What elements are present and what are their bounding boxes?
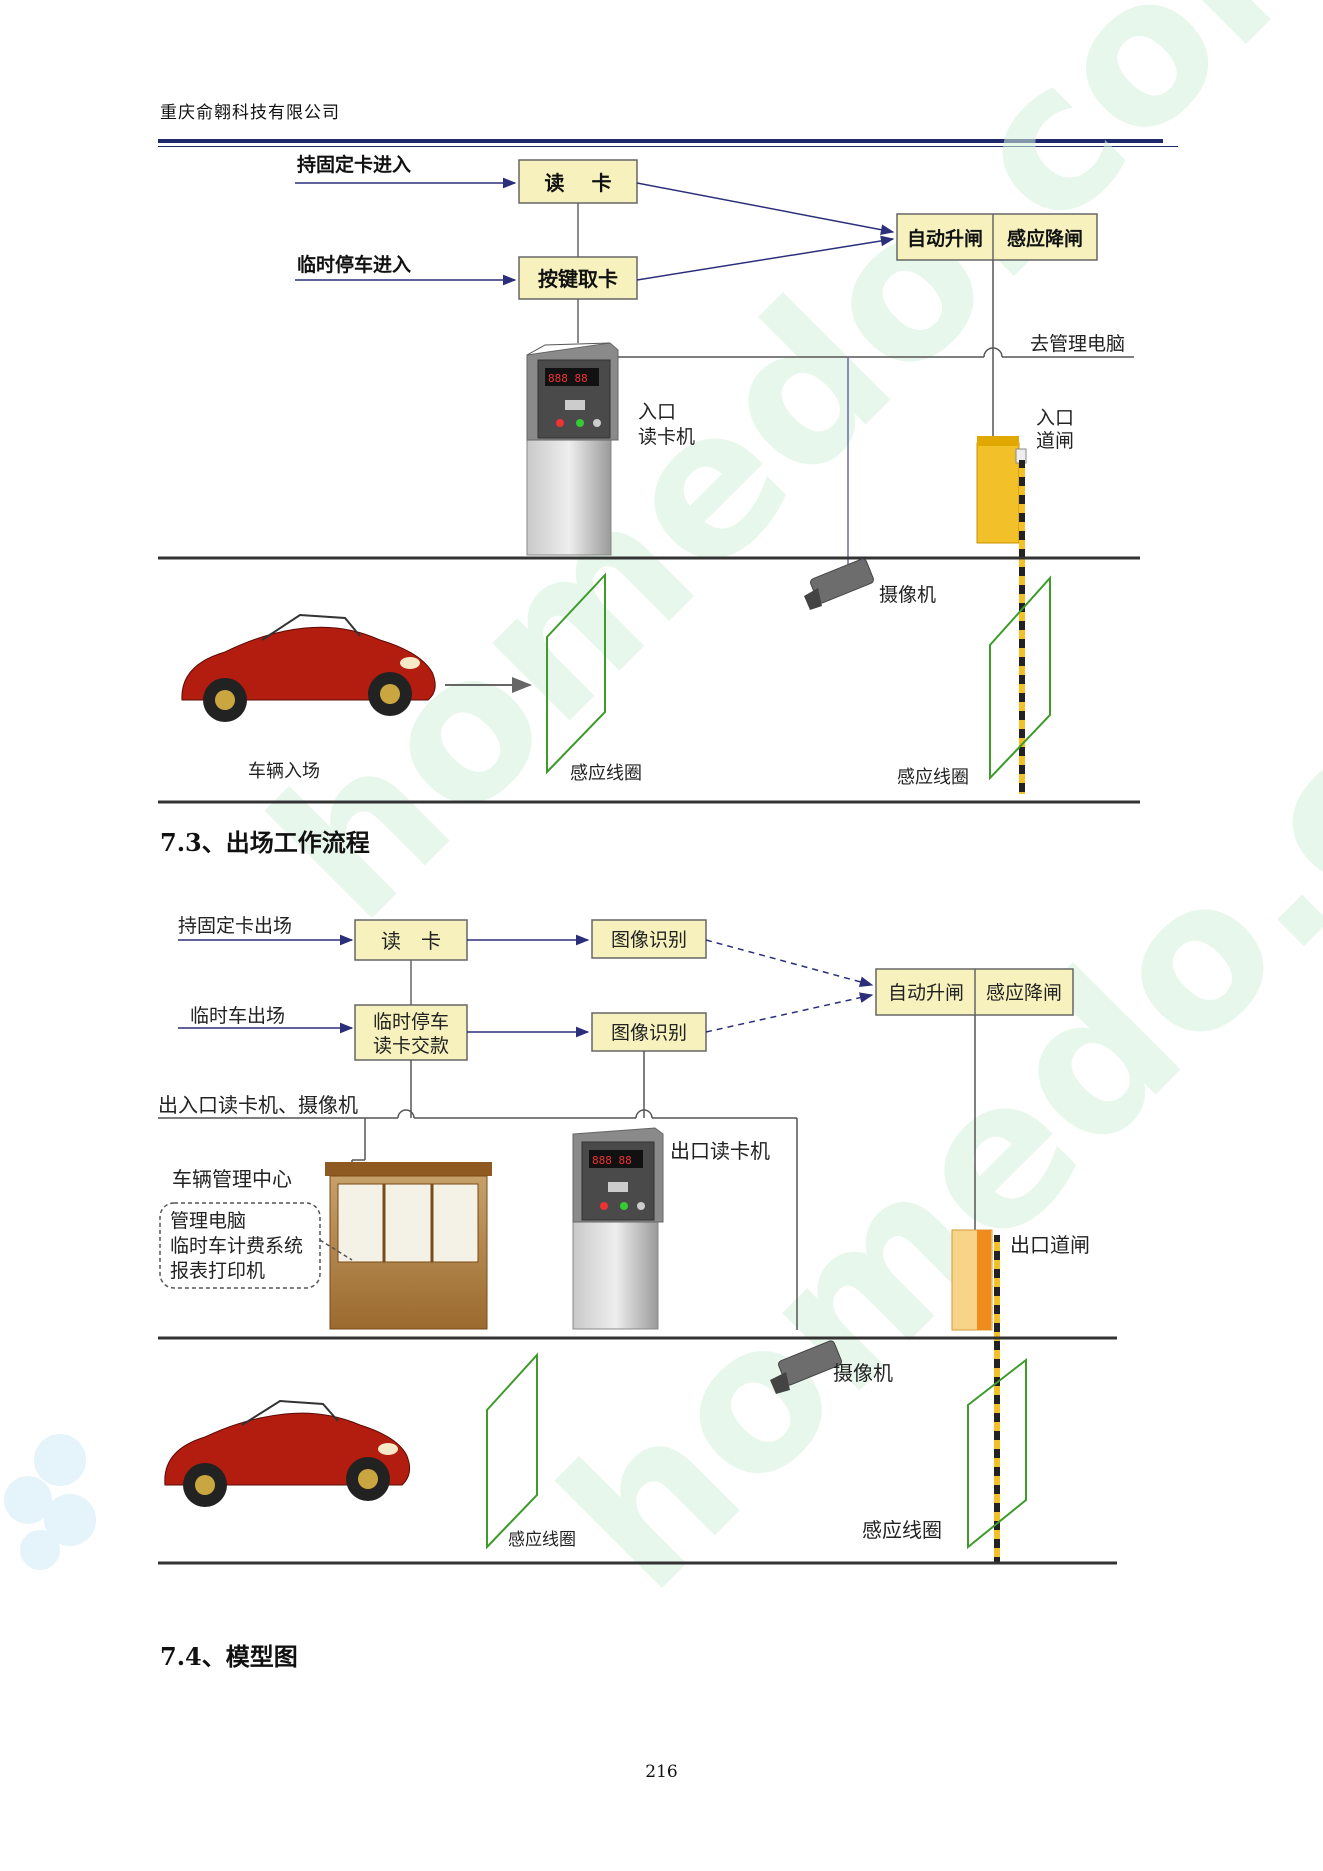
entry-loop-1-shape — [546, 572, 606, 775]
exit-sensor-lower: 感应降闸 — [986, 982, 1062, 1004]
exit-temp-pay-box — [354, 1004, 468, 1061]
watermark: homedo.com homedo.com — [4, 0, 1323, 1634]
entry-camera-label: 摄像机 — [879, 584, 936, 606]
entry-gate-label-1: 入口 — [1036, 407, 1074, 429]
management-booth — [325, 1162, 492, 1330]
exit-temp-pay-1: 临时停车 — [373, 1011, 449, 1033]
exit-temp-pay-2: 读卡交款 — [373, 1035, 449, 1057]
svg-text:homedo.com: homedo.com — [229, 0, 1323, 964]
section-title-7-4: 7.4、模型图 — [160, 1642, 298, 1671]
entry-gate-label-2: 道闸 — [1036, 430, 1074, 452]
exit-camera-label: 摄像机 — [833, 1361, 893, 1385]
entry-gate-control-box — [896, 213, 1098, 261]
exit-camera-icon — [770, 1340, 842, 1394]
entry-card-reader-kiosk: 888 88 — [526, 342, 619, 556]
entry-input-fixed: 持固定卡进入 — [297, 153, 411, 176]
svg-text:888 88: 888 88 — [548, 372, 588, 385]
exit-gate-label: 出口道闸 — [1010, 1233, 1090, 1257]
exit-mgmt-pc: 管理电脑 — [170, 1210, 246, 1232]
exit-diagram: 持固定卡出场 临时车出场 读 卡 临时停车 读卡交款 图像识别 图像识别 自动升… — [158, 915, 1117, 1565]
entry-loop-2-shape — [989, 575, 1051, 781]
entry-loop-2-label: 感应线圈 — [897, 767, 969, 788]
entry-diagram: 持固定卡进入 临时停车进入 读 卡 按键取卡 自动升闸 感应降闸 去管理电脑 — [158, 153, 1140, 804]
header-rule-thick — [158, 139, 1163, 143]
entry-read-card-label: 读 卡 — [545, 171, 612, 195]
svg-text:888 88: 888 88 — [592, 1154, 632, 1167]
exit-image-rec-box-2 — [591, 1012, 707, 1052]
entry-barrier-gate — [976, 436, 1027, 794]
page-number: 216 — [645, 1762, 678, 1782]
entry-loop-1-label: 感应线圈 — [570, 763, 642, 784]
entry-press-key-label: 按键取卡 — [538, 267, 618, 291]
exit-loop-1-label: 感应线圈 — [508, 1530, 576, 1550]
exit-reader-label: 出口读卡机 — [670, 1139, 770, 1163]
header-company: 重庆俞翱科技有限公司 — [160, 103, 340, 123]
entry-reader-label-2: 读卡机 — [638, 426, 695, 448]
exit-fee-system: 临时车计费系统 — [170, 1235, 303, 1257]
entry-input-temp: 临时停车进入 — [297, 253, 411, 276]
entry-reader-label-1: 入口 — [638, 401, 676, 423]
exit-mgmt-center: 车辆管理中心 — [172, 1167, 292, 1191]
entry-to-pc: 去管理电脑 — [1030, 333, 1125, 355]
entry-camera-icon — [804, 558, 874, 610]
entry-sensor-lower: 感应降闸 — [1007, 227, 1083, 250]
exit-loop-1-shape — [486, 1352, 538, 1550]
exit-loop-2-shape — [967, 1357, 1027, 1550]
exit-car-image — [164, 1399, 411, 1507]
exit-image-rec-box-1 — [591, 919, 707, 959]
exit-barrier-gate — [951, 1229, 1000, 1563]
exit-mgmt-callout — [159, 1202, 321, 1289]
exit-loop-2-label: 感应线圈 — [862, 1518, 942, 1542]
header-rule-thin — [158, 146, 1178, 147]
exit-input-temp: 临时车出场 — [190, 1005, 285, 1027]
exit-image-rec-2: 图像识别 — [611, 1022, 687, 1044]
entry-auto-raise: 自动升闸 — [907, 227, 983, 250]
exit-input-fixed: 持固定卡出场 — [178, 915, 292, 937]
exit-report-printer: 报表打印机 — [170, 1260, 265, 1282]
exit-in-out-readers: 出入口读卡机、摄像机 — [158, 1093, 358, 1117]
exit-card-reader-kiosk: 888 88 — [572, 1127, 664, 1330]
entry-car-image — [181, 613, 436, 722]
entry-press-key-box — [518, 256, 638, 300]
exit-read-card-label: 读 卡 — [381, 929, 441, 953]
exit-auto-raise: 自动升闸 — [888, 982, 964, 1004]
entry-car-entering: 车辆入场 — [248, 761, 320, 782]
section-title-7-3: 7.3、出场工作流程 — [160, 828, 370, 857]
exit-image-rec-1: 图像识别 — [611, 929, 687, 951]
